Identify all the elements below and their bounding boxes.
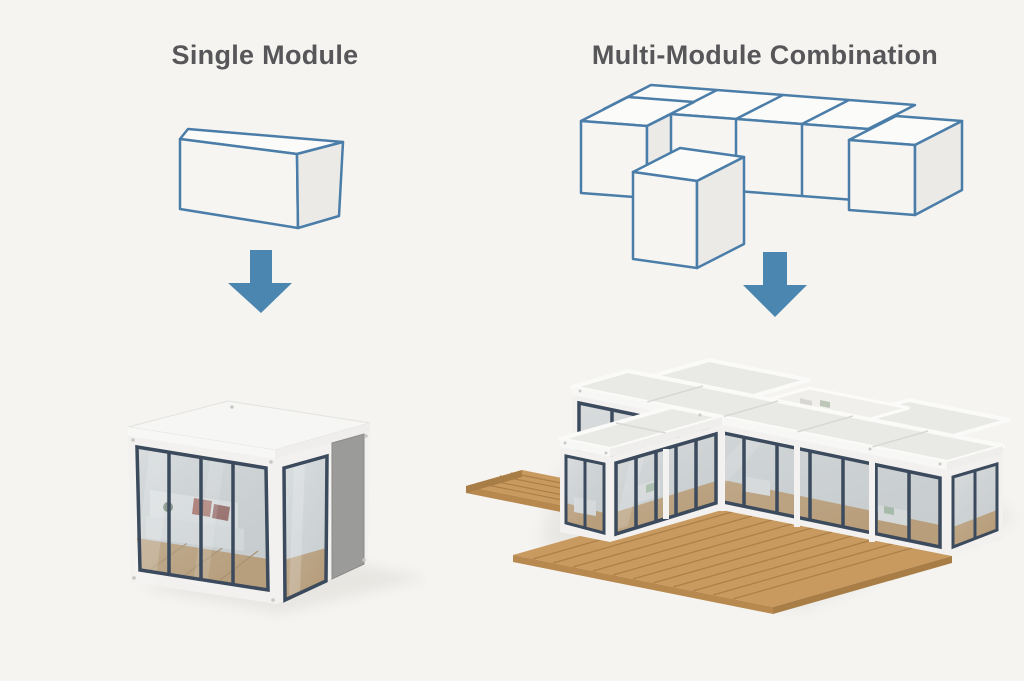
corner-screws [131, 405, 368, 602]
arrow-shape [228, 250, 292, 313]
front-wing-end-wall [560, 447, 610, 542]
band-right-end-wall [947, 454, 1003, 555]
single-module-title: Single Module [171, 40, 359, 70]
window-mullions [564, 454, 606, 535]
window-mullions [614, 431, 718, 537]
multi-module-render [460, 350, 1020, 660]
down-arrow-icon [740, 248, 810, 320]
rear-roofs [651, 358, 1011, 438]
wireframe-box [178, 127, 345, 230]
window-mullions [951, 461, 999, 550]
wireframe-box-front [631, 146, 746, 270]
single-module-wireframe-icon [170, 120, 355, 235]
wireframe-box-left [579, 95, 696, 200]
roof [127, 400, 371, 459]
glass-wall-front [128, 436, 277, 604]
roof-courtyard [752, 386, 910, 426]
wireframe-box-right [847, 114, 964, 217]
multi-module-wireframe-icon [565, 80, 980, 275]
side-panel-gray [331, 433, 365, 580]
front-wing-side-wall [610, 425, 722, 542]
arrow-shape [743, 252, 807, 317]
down-arrow-icon [225, 245, 295, 317]
window-mullions [135, 444, 270, 593]
single-module-render [100, 375, 430, 640]
corner-screws [563, 389, 942, 466]
front-wing [558, 405, 724, 542]
side-wall [275, 432, 370, 604]
multi-module-title: Multi-Module Combination [591, 40, 939, 70]
roof-seams [646, 385, 929, 448]
glass-door [282, 453, 329, 603]
